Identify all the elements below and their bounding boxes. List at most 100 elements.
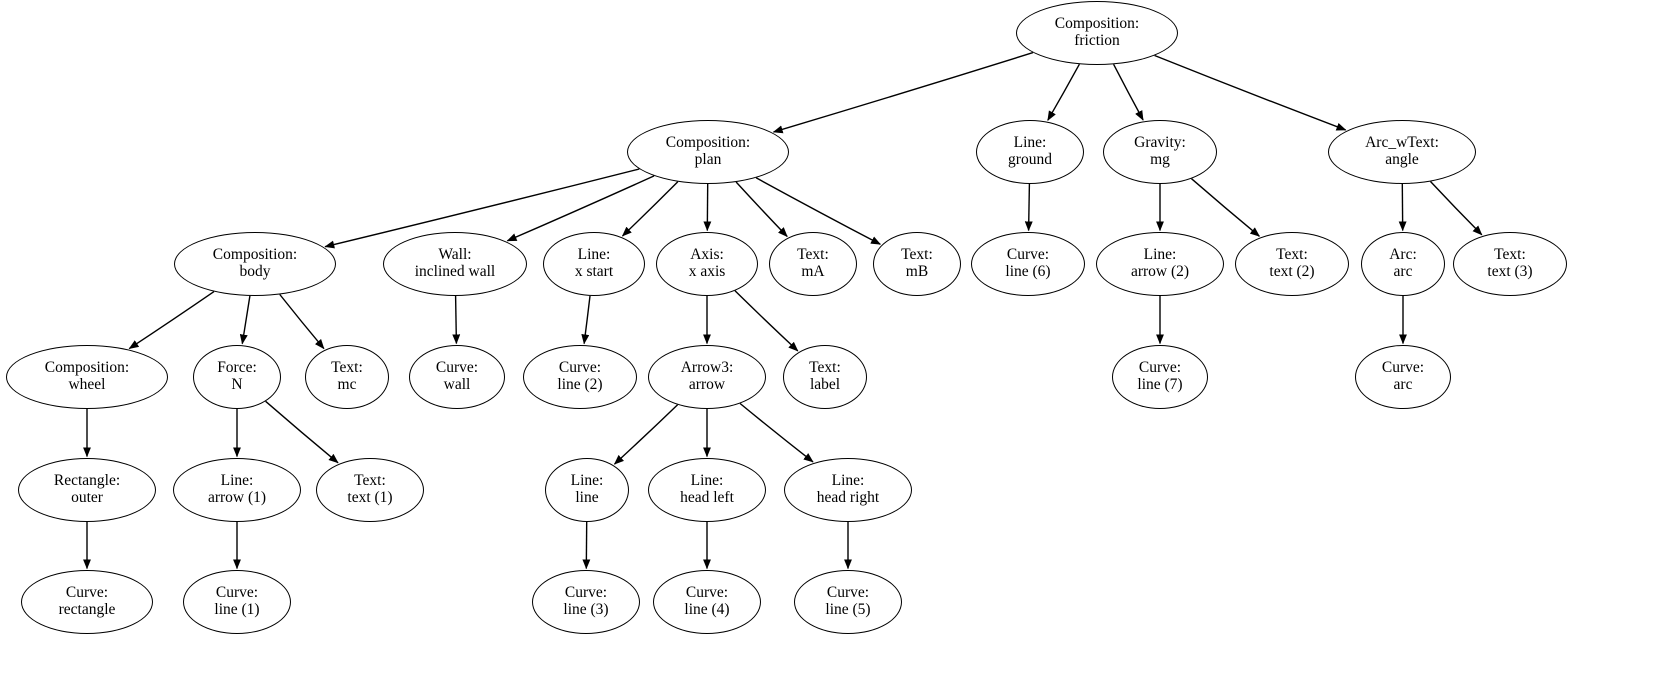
node-name-label: mB [905, 263, 929, 280]
graph-node[interactable]: Rectangle:outer [18, 458, 156, 522]
graph-node[interactable]: Curve:rectangle [21, 570, 153, 634]
graph-node[interactable]: Curve:wall [409, 345, 505, 409]
node-type-label: Line: [1143, 246, 1177, 264]
node-name-label: ground [1008, 151, 1052, 168]
node-type-label: Arc: [1389, 246, 1417, 264]
graph-node[interactable]: Text:text (1) [316, 458, 424, 522]
graph-node[interactable]: Line:head right [784, 458, 912, 522]
node-name-label: label [809, 376, 841, 393]
node-name-label: line (7) [1137, 376, 1183, 393]
node-name-label: text (1) [347, 489, 393, 506]
node-type-label: Force: [217, 359, 257, 377]
graph-node[interactable]: Text:mc [305, 345, 389, 409]
node-name-label: arc [1393, 376, 1413, 393]
node-type-label: Composition: [665, 134, 751, 152]
node-type-label: Curve: [558, 359, 602, 377]
graph-node[interactable]: Curve:line (6) [971, 232, 1085, 296]
node-type-label: Line: [577, 246, 611, 264]
node-type-label: Curve: [215, 584, 259, 602]
graph-node[interactable]: Line:arrow (1) [173, 458, 301, 522]
node-name-label: line (3) [563, 601, 609, 618]
node-name-label: wall [443, 376, 471, 393]
graph-node[interactable]: Arc_wText:angle [1328, 120, 1476, 184]
node-type-label: Curve: [65, 584, 109, 602]
node-type-label: Text: [901, 246, 933, 264]
node-name-label: mc [337, 376, 357, 393]
graph-node[interactable]: Curve:line (5) [794, 570, 902, 634]
node-name-label: line (5) [825, 601, 871, 618]
node-name-label: head left [680, 489, 734, 506]
graph-node[interactable]: Curve:arc [1355, 345, 1451, 409]
node-name-label: inclined wall [414, 263, 496, 280]
node-type-label: Text: [1276, 246, 1308, 264]
node-type-label: Text: [1494, 246, 1526, 264]
node-name-label: x start [574, 263, 614, 280]
graph-node[interactable]: Line:ground [976, 120, 1084, 184]
node-type-label: Composition: [212, 246, 298, 264]
node-type-label: Curve: [1138, 359, 1182, 377]
graph-node[interactable]: Force:N [193, 345, 281, 409]
graph-node[interactable]: Line:line [545, 458, 629, 522]
node-type-label: Curve: [435, 359, 479, 377]
node-name-label: line (1) [214, 601, 260, 618]
graph-node[interactable]: Curve:line (1) [183, 570, 291, 634]
node-type-label: Text: [331, 359, 363, 377]
graph-node[interactable]: Composition:wheel [6, 345, 168, 409]
graph-node[interactable]: Composition:friction [1016, 1, 1178, 65]
node-name-label: friction [1074, 32, 1120, 49]
graph-node[interactable]: Line:x start [543, 232, 645, 296]
graph-node[interactable]: Text:text (2) [1235, 232, 1349, 296]
node-type-label: Text: [354, 472, 386, 490]
node-name-label: rectangle [58, 601, 116, 618]
node-type-label: Line: [1013, 134, 1047, 152]
node-name-label: text (2) [1269, 263, 1315, 280]
graph-node[interactable]: Arrow3:arrow [648, 345, 766, 409]
node-type-label: Arrow3: [680, 359, 734, 377]
node-type-label: Line: [220, 472, 254, 490]
graph-node[interactable]: Text:text (3) [1453, 232, 1567, 296]
node-type-label: Composition: [1054, 15, 1140, 33]
node-type-label: Line: [690, 472, 724, 490]
node-name-label: line [575, 489, 599, 506]
node-name-label: line (4) [684, 601, 730, 618]
graph-node[interactable]: Text:mA [769, 232, 857, 296]
node-type-label: Rectangle: [53, 472, 121, 490]
graph-node[interactable]: Wall:inclined wall [383, 232, 527, 296]
node-type-label: Curve: [685, 584, 729, 602]
node-type-label: Arc_wText: [1365, 134, 1439, 152]
graph-node[interactable]: Curve:line (2) [523, 345, 637, 409]
graph-node[interactable]: Line:arrow (2) [1096, 232, 1224, 296]
node-type-label: Curve: [1006, 246, 1050, 264]
node-name-label: angle [1385, 151, 1419, 168]
graph-node[interactable]: Arc:arc [1361, 232, 1445, 296]
node-name-label: body [239, 263, 271, 280]
graph-node[interactable]: Curve:line (3) [532, 570, 640, 634]
graph-node[interactable]: Composition:plan [627, 120, 789, 184]
node-name-label: arrow (1) [207, 489, 267, 506]
graph-node[interactable]: Text:label [783, 345, 867, 409]
node-name-label: mA [801, 263, 825, 280]
node-type-label: Wall: [438, 246, 472, 264]
graph-node[interactable]: Curve:line (4) [653, 570, 761, 634]
node-name-label: line (6) [1005, 263, 1051, 280]
node-type-label: Curve: [826, 584, 870, 602]
node-name-label: text (3) [1487, 263, 1533, 280]
node-type-label: Text: [797, 246, 829, 264]
node-type-label: Text: [809, 359, 841, 377]
graph-node[interactable]: Composition:body [174, 232, 336, 296]
node-name-label: outer [71, 489, 103, 506]
node-type-label: Line: [831, 472, 865, 490]
graph-node[interactable]: Text:mB [873, 232, 961, 296]
graph-node[interactable]: Line:head left [648, 458, 766, 522]
node-type-label: Axis: [690, 246, 724, 264]
graph-node[interactable]: Axis:x axis [656, 232, 758, 296]
graph-node[interactable]: Curve:line (7) [1112, 345, 1208, 409]
node-name-label: arrow (2) [1130, 263, 1190, 280]
node-type-label: Line: [570, 472, 604, 490]
node-name-label: mg [1150, 151, 1170, 168]
node-name-label: N [231, 376, 243, 393]
node-name-label: plan [694, 151, 722, 168]
graph-node[interactable]: Gravity:mg [1103, 120, 1217, 184]
